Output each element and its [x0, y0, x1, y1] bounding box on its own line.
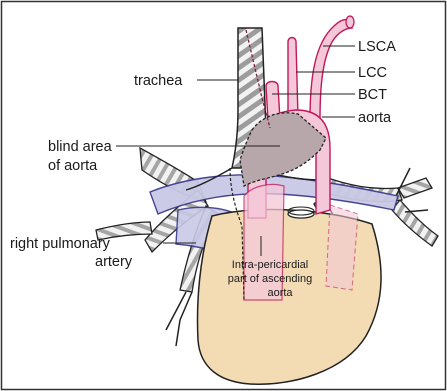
- label-blind-area-line2: of aorta: [48, 158, 98, 174]
- label-bct: BCT: [358, 87, 387, 103]
- label-aorta: aorta: [358, 110, 392, 126]
- label-intra-line2: part of ascending: [228, 273, 312, 285]
- label-blind-area-line1: blind area: [48, 139, 113, 155]
- label-trachea: trachea: [134, 73, 183, 89]
- label-rpa-line2: artery: [95, 254, 133, 270]
- pulmonary-trunk-overlay: [326, 205, 358, 290]
- label-intra-line3: aorta: [267, 287, 293, 299]
- label-rpa-line1: right pulmonary: [10, 236, 111, 252]
- label-lcc: LCC: [358, 65, 387, 81]
- label-lsca: LSCA: [358, 39, 396, 55]
- label-intra-line1: Intra-pericardial: [232, 259, 308, 271]
